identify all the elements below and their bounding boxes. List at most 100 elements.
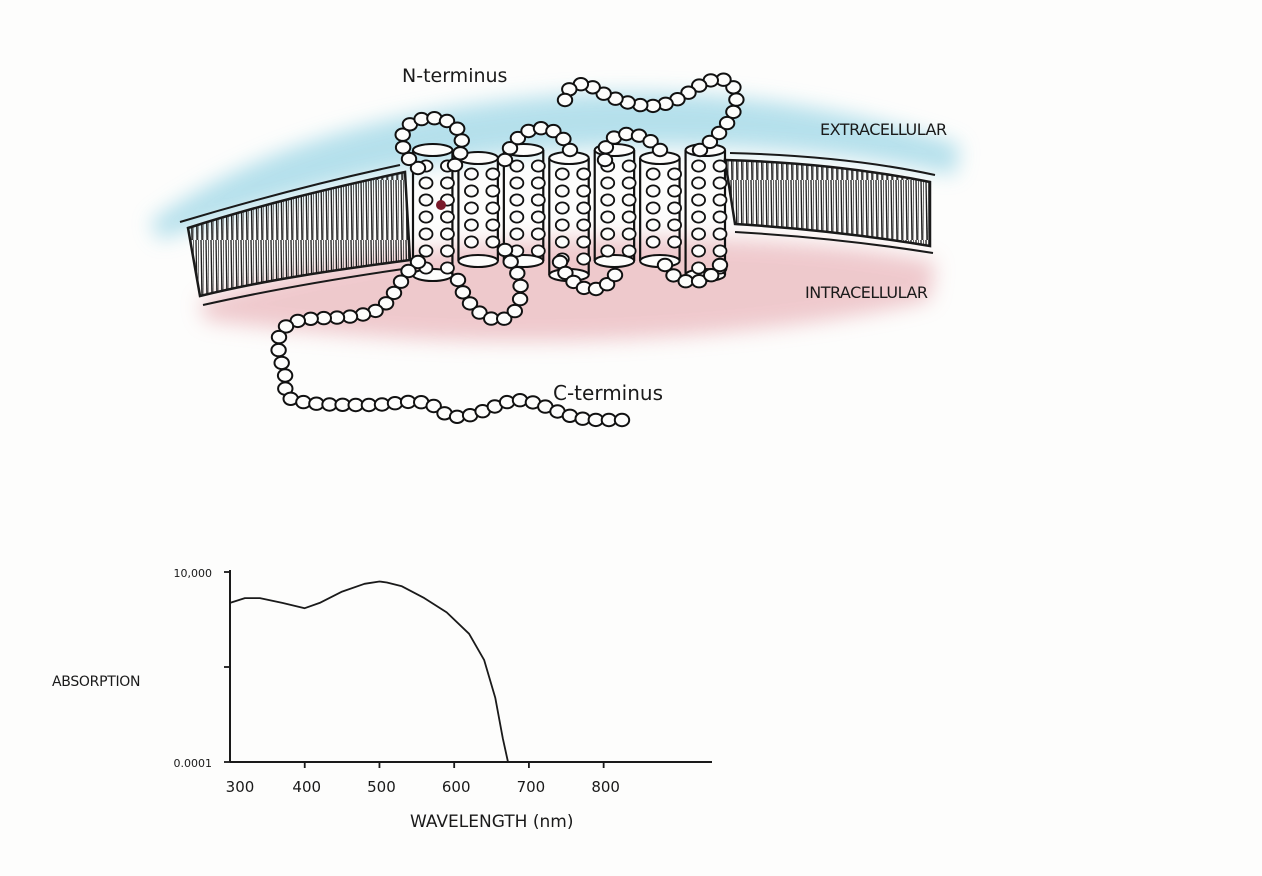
residue-bead bbox=[396, 141, 410, 153]
y-tick-label: 0.0001 bbox=[174, 757, 213, 770]
helix-residue bbox=[601, 211, 614, 222]
helix-residue bbox=[532, 228, 545, 239]
rhodopsin-membrane-diagram: N-terminus C-terminus EXTRACELLULAR INTR… bbox=[150, 65, 960, 426]
residue-bead bbox=[356, 308, 370, 320]
helix-residue bbox=[692, 262, 705, 273]
x-tick-label: 500 bbox=[367, 778, 396, 796]
y-ticks: 0.0001 10,000 bbox=[174, 567, 231, 770]
helix-residue bbox=[486, 219, 499, 230]
helix-residue bbox=[647, 185, 660, 196]
residue-bead bbox=[272, 331, 286, 343]
helix-residue bbox=[510, 211, 523, 222]
helix-residue bbox=[532, 160, 545, 171]
retinal-chromophore bbox=[436, 200, 446, 210]
helix-bottom-cap bbox=[458, 255, 497, 267]
residue-bead bbox=[598, 154, 612, 166]
helix-residue bbox=[577, 185, 590, 196]
helix-residue bbox=[441, 245, 454, 256]
helix-residue bbox=[577, 253, 590, 264]
helix-residue bbox=[647, 202, 660, 213]
helix-residue bbox=[510, 177, 523, 188]
residue-bead bbox=[508, 305, 522, 317]
helix-residue bbox=[420, 228, 433, 239]
y-tick-label: 10,000 bbox=[174, 567, 213, 580]
helix-residue bbox=[441, 211, 454, 222]
helix-residue bbox=[714, 160, 727, 171]
x-tick-label: 800 bbox=[591, 778, 620, 796]
helix-residue bbox=[420, 177, 433, 188]
helix-residue bbox=[692, 245, 705, 256]
x-tick-label: 300 bbox=[226, 778, 255, 796]
residue-bead bbox=[679, 275, 693, 287]
absorption-curve bbox=[230, 582, 508, 763]
residue-bead bbox=[510, 267, 524, 279]
helix-residue bbox=[420, 245, 433, 256]
n-terminus-label: N-terminus bbox=[402, 65, 507, 87]
helix-residue bbox=[714, 177, 727, 188]
residue-bead bbox=[563, 144, 577, 156]
helix-residue bbox=[714, 211, 727, 222]
helix-residue bbox=[465, 168, 478, 179]
helix-residue bbox=[556, 219, 569, 230]
helix-residue bbox=[692, 211, 705, 222]
helix-residue bbox=[441, 228, 454, 239]
helix-residue bbox=[441, 262, 454, 273]
helix-residue bbox=[623, 211, 636, 222]
residue-bead bbox=[513, 280, 527, 292]
helix-residue bbox=[623, 177, 636, 188]
helix-residue bbox=[465, 202, 478, 213]
helix-residue bbox=[420, 211, 433, 222]
residue-bead bbox=[558, 94, 572, 106]
residue-bead bbox=[451, 274, 465, 286]
helix-residue bbox=[577, 219, 590, 230]
helix-residue bbox=[510, 194, 523, 205]
helix-residue bbox=[577, 236, 590, 247]
residue-bead bbox=[608, 269, 622, 281]
residue-bead bbox=[726, 106, 740, 118]
residue-bead bbox=[713, 259, 727, 271]
helix-residue bbox=[465, 236, 478, 247]
x-tick-label: 700 bbox=[517, 778, 546, 796]
helix-residue bbox=[601, 228, 614, 239]
helix-residue bbox=[668, 236, 681, 247]
residue-bead bbox=[455, 134, 469, 146]
helix-residue bbox=[556, 168, 569, 179]
helix-residue bbox=[556, 202, 569, 213]
residue-bead bbox=[504, 256, 518, 268]
helix-residue bbox=[577, 168, 590, 179]
helix-residue bbox=[623, 194, 636, 205]
residue-bead bbox=[278, 369, 292, 381]
residue-bead bbox=[498, 244, 512, 256]
helix-residue bbox=[647, 236, 660, 247]
helix-residue bbox=[668, 185, 681, 196]
helix-residue bbox=[465, 185, 478, 196]
helix-residue bbox=[692, 194, 705, 205]
residue-bead bbox=[615, 414, 629, 426]
x-axis-label: WAVELENGTH (nm) bbox=[410, 812, 573, 832]
residue-bead bbox=[513, 394, 527, 406]
helix-residue bbox=[601, 245, 614, 256]
helix-residue bbox=[623, 160, 636, 171]
residue-bead bbox=[275, 357, 289, 369]
helix-residue bbox=[486, 202, 499, 213]
residue-bead bbox=[453, 147, 467, 159]
helix-residue bbox=[465, 219, 478, 230]
helix-residue bbox=[668, 202, 681, 213]
residue-bead bbox=[450, 123, 464, 135]
helix-residue bbox=[692, 228, 705, 239]
x-tick-label: 400 bbox=[292, 778, 321, 796]
helix-residue bbox=[714, 228, 727, 239]
helix-residue bbox=[714, 194, 727, 205]
helix-residue bbox=[647, 168, 660, 179]
helix-residue bbox=[532, 177, 545, 188]
helix-top-cap bbox=[413, 144, 452, 156]
x-tick-label: 600 bbox=[442, 778, 471, 796]
helix-residue bbox=[601, 194, 614, 205]
c-terminus-label: C-terminus bbox=[553, 381, 663, 405]
helix-residue bbox=[601, 177, 614, 188]
helix-residue bbox=[692, 160, 705, 171]
helix-residue bbox=[420, 194, 433, 205]
